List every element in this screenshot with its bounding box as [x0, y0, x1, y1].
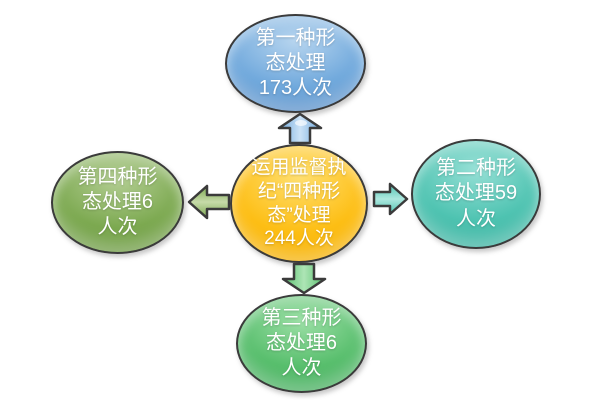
label-line: 第三种形 [261, 306, 342, 329]
label-line: 态处理59 [434, 182, 518, 205]
node-form-1-label: 第一种形 态处理 173人次 [256, 26, 336, 102]
label-line: 人次 [456, 207, 496, 230]
label-line: 173人次 [258, 77, 333, 100]
label-line: 态处理 [265, 51, 326, 74]
label-line: 态”处理 [267, 204, 331, 226]
node-form-3-label: 第三种形 态处理6 人次 [262, 306, 342, 382]
node-form-1: 第一种形 态处理 173人次 [225, 14, 366, 113]
label-line: 人次 [281, 357, 322, 380]
label-line: 态处理6 [81, 190, 154, 213]
label-line: 第四种形 [77, 165, 158, 188]
node-form-2-label: 第二种形 态处理59 人次 [435, 156, 517, 232]
label-line: 第一种形 [255, 26, 336, 49]
node-form-3: 第三种形 态处理6 人次 [236, 294, 367, 393]
arrow-right-icon [372, 182, 409, 216]
arrow-up-icon [277, 112, 323, 145]
node-center-label: 运用监督执 纪“四种形 态”处理 244人次 [251, 156, 346, 252]
node-center-total: 运用监督执 纪“四种形 态”处理 244人次 [230, 144, 368, 263]
label-line: 第二种形 [436, 157, 516, 180]
label-line: 运用监督执 [251, 156, 347, 178]
node-form-4: 第四种形 态处理6 人次 [51, 151, 184, 254]
label-line: 态处理6 [265, 331, 338, 354]
arrow-down-icon [281, 262, 327, 295]
node-form-2: 第二种形 态处理59 人次 [411, 139, 541, 249]
label-line: 244人次 [264, 228, 334, 250]
node-form-4-label: 第四种形 态处理6 人次 [78, 165, 158, 241]
arrow-left-icon [187, 184, 231, 220]
label-line: 纪“四种形 [257, 180, 341, 202]
label-line: 人次 [97, 216, 138, 239]
